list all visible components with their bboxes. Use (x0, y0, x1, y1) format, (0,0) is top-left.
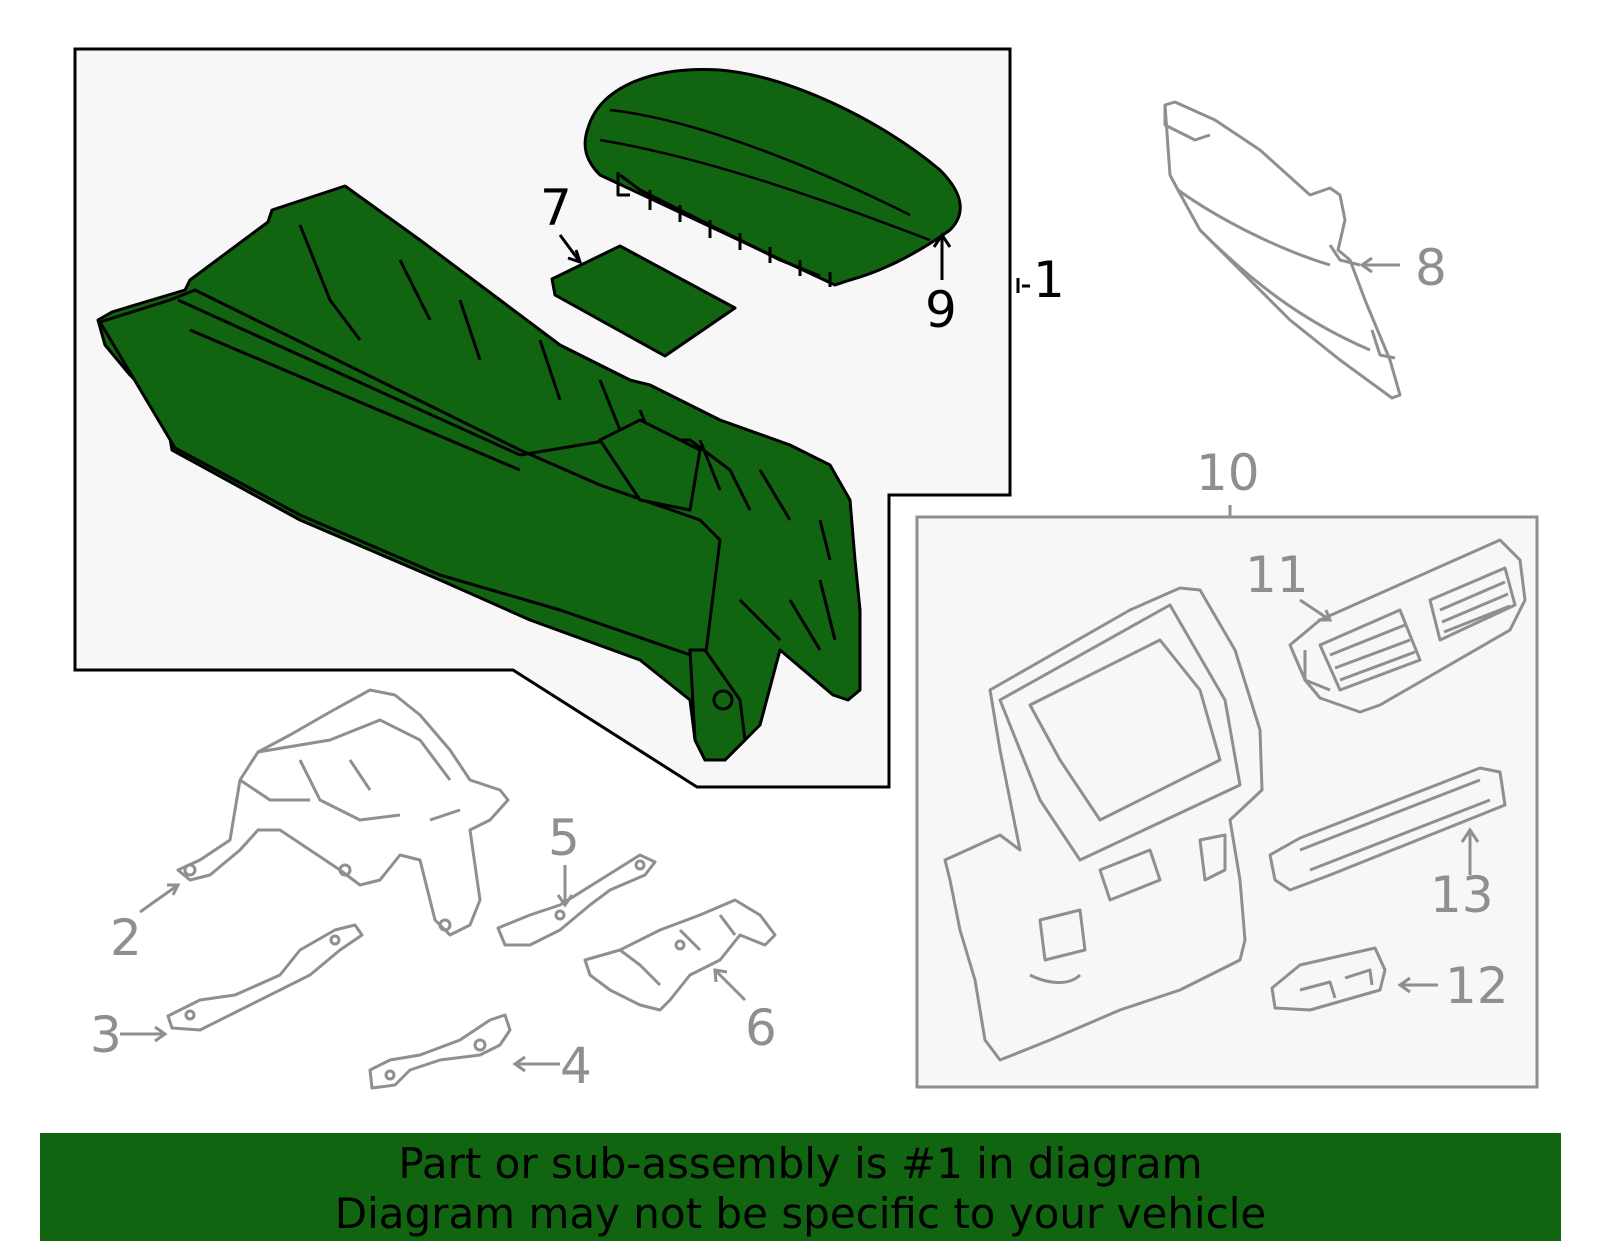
callout-8[interactable]: 8 (1415, 239, 1447, 297)
callout-13[interactable]: 13 (1430, 866, 1494, 924)
switch-12-part[interactable] (1270, 946, 1387, 1012)
bracket-3-part[interactable] (166, 923, 364, 1032)
callout-11[interactable]: 11 (1245, 546, 1309, 604)
callout-9[interactable]: 9 (925, 281, 957, 339)
callout-10[interactable]: 10 (1196, 444, 1260, 502)
callout-1[interactable]: 1 (1033, 251, 1065, 309)
bracket-6-part[interactable] (583, 898, 777, 1012)
footer-line-2: Diagram may not be specific to your vehi… (334, 1189, 1267, 1238)
callout-3[interactable]: 3 (90, 1006, 122, 1064)
armrest-lid-part[interactable] (583, 68, 962, 287)
callout-12[interactable]: 12 (1445, 957, 1509, 1015)
control-module-13-part[interactable] (1268, 766, 1507, 892)
bracket-2-part[interactable] (176, 688, 510, 937)
callout-6[interactable]: 6 (745, 999, 777, 1057)
footer-banner: Part or sub-assembly is #1 in diagram Di… (40, 1133, 1561, 1241)
callout-2[interactable]: 2 (110, 909, 142, 967)
callout-4[interactable]: 4 (560, 1037, 592, 1095)
rear-panel-part[interactable] (943, 586, 1264, 1062)
console-mat-part[interactable] (550, 244, 737, 358)
console-body-part[interactable] (96, 184, 862, 762)
footer-line-1: Part or sub-assembly is #1 in diagram (398, 1139, 1203, 1188)
side-panel-part[interactable] (1163, 100, 1402, 400)
bracket-5-part[interactable] (496, 853, 657, 947)
callout-7[interactable]: 7 (540, 179, 572, 237)
leader-lines (120, 232, 1480, 1073)
bracket-4-part[interactable] (368, 1013, 512, 1090)
air-vent-part[interactable] (1288, 538, 1527, 714)
callout-5[interactable]: 5 (548, 809, 580, 867)
